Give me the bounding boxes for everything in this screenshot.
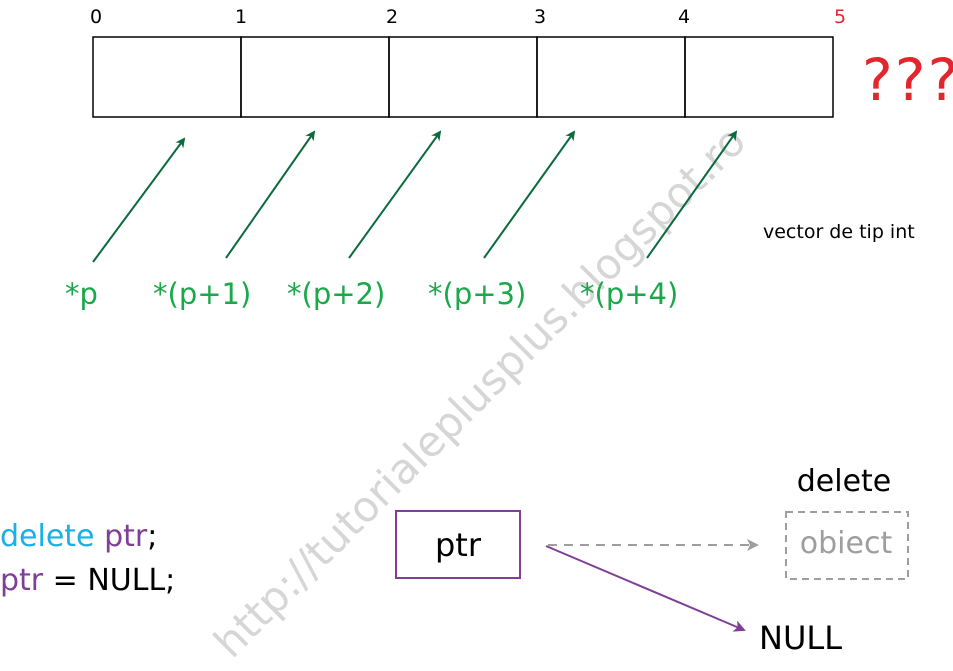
- code-semicolon: ;: [147, 519, 157, 554]
- code-assign-null: = NULL;: [43, 563, 175, 598]
- ptr-box-label: ptr: [435, 526, 482, 564]
- ptr-box: [395, 510, 521, 579]
- pointer-labels: *p *(p+1) *(p+2) *(p+3) *(p+4): [65, 277, 678, 311]
- code-keyword-delete: delete: [0, 519, 95, 554]
- code-var-ptr: ptr: [104, 519, 148, 554]
- vector-cell: [240, 36, 390, 118]
- vector-indices: 0 1 2 3 4 5: [90, 6, 846, 28]
- pointer-label: *(p+4): [580, 277, 678, 311]
- pointer-arrows: [92, 130, 738, 263]
- null-label: NULL: [759, 619, 842, 657]
- index-label: 1: [235, 6, 247, 28]
- index-label: 2: [386, 6, 398, 28]
- code-var-ptr: ptr: [0, 563, 44, 598]
- pointer-arrow: [646, 130, 738, 259]
- vector-caption: vector de tip int: [763, 221, 915, 243]
- deleted-object-label: obiect: [800, 526, 893, 561]
- overflow-marker: ???: [862, 46, 953, 114]
- delete-label: delete: [797, 464, 892, 499]
- pointer-label: *(p+1): [153, 277, 251, 311]
- pointer-label: *(p+2): [287, 277, 385, 311]
- code-line-2: ptr = NULL;: [0, 563, 175, 598]
- code-snippet: delete ptr; ptr = NULL;: [0, 519, 175, 598]
- null-arrow: [545, 545, 746, 632]
- vector-array: [92, 36, 834, 118]
- pointer-arrow: [225, 130, 316, 259]
- deleted-object-box: [785, 511, 909, 580]
- watermark-text: http://tutorialeplusplus.blogspot.ro: [204, 116, 755, 667]
- pointer-arrow: [92, 137, 186, 263]
- vector-cell: [684, 36, 834, 118]
- pointer-label: *(p+3): [428, 277, 526, 311]
- vector-cell: [536, 36, 686, 118]
- code-line-1: delete ptr;: [0, 519, 157, 554]
- pointer-arrow: [483, 130, 576, 259]
- vector-cell: [388, 36, 538, 118]
- pointer-arrow: [348, 130, 442, 259]
- index-label: 3: [534, 6, 546, 28]
- end-index-label: 5: [834, 6, 846, 28]
- index-label: 0: [90, 6, 102, 28]
- pointer-label: *p: [65, 277, 98, 311]
- vector-cell: [92, 36, 242, 118]
- index-label: 4: [678, 6, 690, 28]
